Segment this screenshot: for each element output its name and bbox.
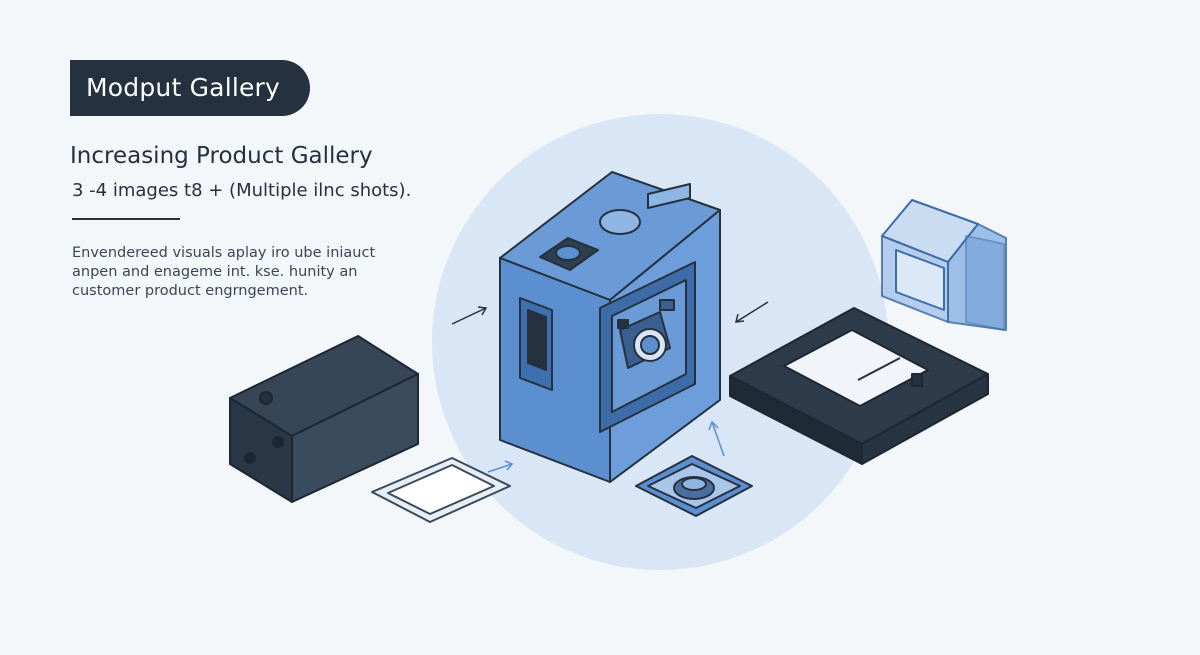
page-subtitle: 3 -4 images t8 + (Multiple ilnc shots). [72,180,412,201]
description-line-3: customer product engrngement. [72,283,309,299]
badge-modput-gallery: Modput Gallery [70,60,310,116]
title-underline [72,218,180,220]
screen-protector [371,457,511,523]
battery-pack [229,335,419,503]
description-line-2: anpen and enageme int. kse. hunity an [72,264,358,280]
arrow-icon [708,420,725,457]
glass-case [881,199,1007,331]
lens-mount-plate [635,455,753,517]
description: Envendereed visuals aplay iro ube iniauc… [72,244,392,301]
arrow-icon [487,460,514,473]
arrow-icon [451,306,488,325]
page-title: Increasing Product Gallery [70,143,373,169]
dock-plate [729,307,989,465]
description-line-1: Envendereed visuals aplay iro ube iniauc… [72,245,376,261]
central-camera-module [499,171,721,483]
arrow-icon [735,301,769,323]
